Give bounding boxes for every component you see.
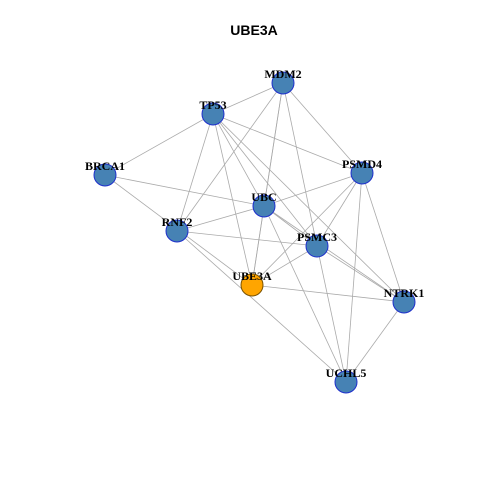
node-ntrk1[interactable]	[392, 290, 416, 314]
edge-tp53-psmc3	[212, 113, 318, 247]
node-label-rnf2: RNF2	[162, 215, 193, 229]
node-tp53[interactable]	[201, 102, 225, 126]
edge-psmc3-ntrk1	[316, 245, 405, 303]
node-label-ubc: UBC	[251, 190, 276, 204]
diagram-title: UBE3A	[230, 22, 277, 38]
edge-ube3a-ntrk1	[251, 284, 405, 303]
node-rnf2[interactable]	[165, 219, 189, 243]
node-label-brca1: BRCA1	[85, 159, 125, 173]
edge-tp53-ntrk1	[212, 113, 405, 303]
edge-ubc-ube3a	[251, 205, 265, 286]
edge-tp53-psmd4	[212, 113, 363, 174]
edge-tp53-ubc	[212, 113, 265, 207]
edge-psmd4-ubc	[263, 172, 363, 207]
edge-psmd4-ntrk1	[361, 172, 405, 303]
node-label-ube3a: UBE3A	[232, 269, 272, 283]
edge-brca1-ubc	[104, 174, 265, 207]
nodes-layer	[93, 71, 416, 394]
node-label-ntrk1: NTRK1	[384, 286, 425, 300]
edge-ubc-ntrk1	[263, 205, 405, 303]
edge-psmd4-ube3a	[251, 172, 363, 286]
node-mdm2[interactable]	[271, 71, 295, 95]
edge-ubc-uchl5	[263, 205, 347, 383]
edge-psmc3-ube3a	[251, 245, 318, 286]
node-psmd4[interactable]	[350, 161, 374, 185]
node-label-tp53: TP53	[199, 98, 226, 112]
edge-ntrk1-uchl5	[345, 301, 405, 383]
edge-psmc3-uchl5	[316, 245, 347, 383]
edge-mdm2-psmd4	[282, 82, 363, 174]
node-ube3a[interactable]	[240, 273, 264, 297]
node-label-mdm2: MDM2	[264, 67, 301, 81]
edge-tp53-brca1	[104, 113, 214, 176]
edge-psmd4-uchl5	[345, 172, 363, 383]
node-label-psmc3: PSMC3	[297, 230, 337, 244]
edge-ubc-rnf2	[176, 205, 265, 232]
edge-tp53-rnf2	[176, 113, 214, 232]
edge-psmd4-psmc3	[316, 172, 363, 247]
node-ubc[interactable]	[252, 194, 276, 218]
edge-rnf2-psmc3	[176, 230, 318, 247]
edge-rnf2-uchl5	[176, 230, 347, 383]
node-uchl5[interactable]	[334, 370, 358, 394]
node-brca1[interactable]	[93, 163, 117, 187]
node-label-psmd4: PSMD4	[342, 157, 382, 171]
node-psmc3[interactable]	[305, 234, 329, 258]
edge-mdm2-tp53	[212, 82, 284, 115]
node-label-uchl5: UCHL5	[326, 366, 367, 380]
edge-mdm2-psmc3	[282, 82, 318, 247]
edges-layer	[104, 82, 405, 383]
edge-mdm2-rnf2	[176, 82, 284, 232]
